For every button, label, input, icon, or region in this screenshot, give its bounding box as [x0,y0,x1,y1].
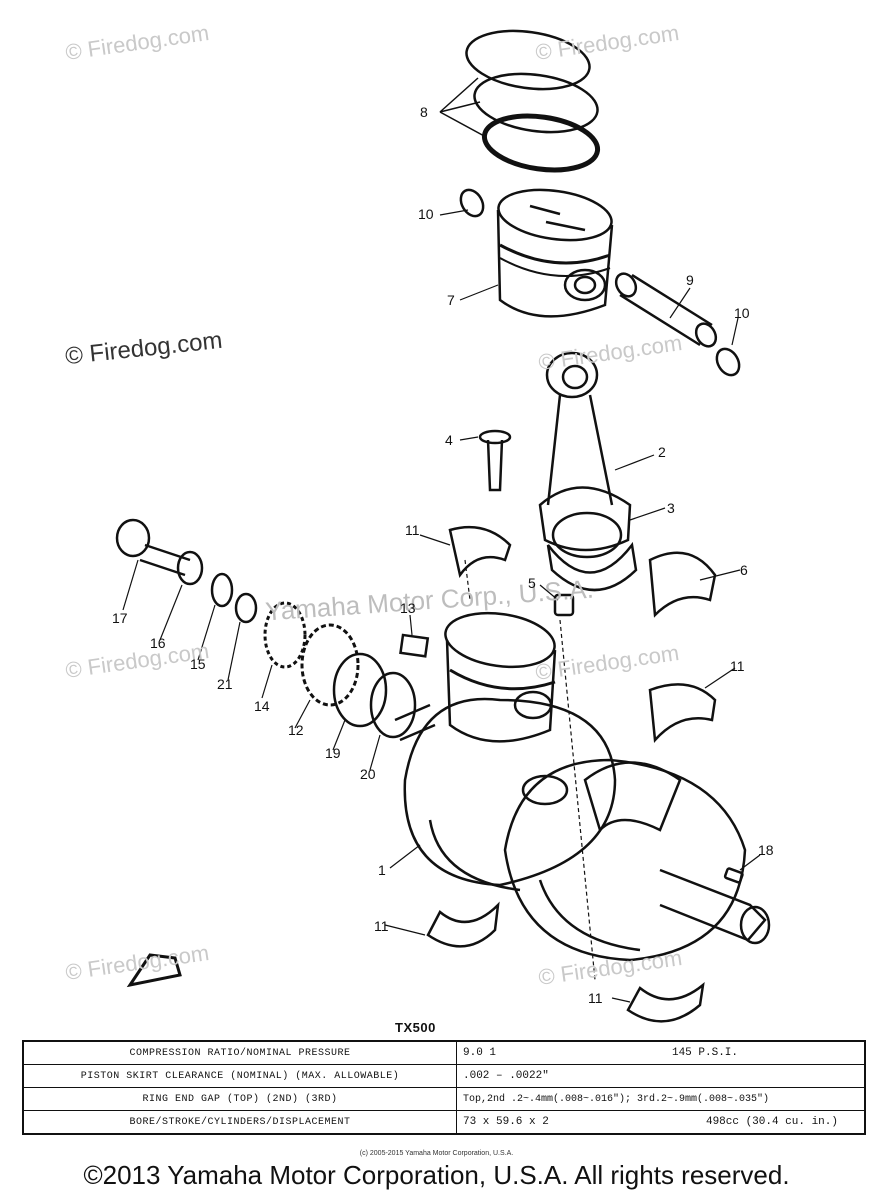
exploded-parts-diagram [115,29,771,1023]
spec-value: Top,2nd .2~.4mm(.008~.016"); 3rd.2~.9mm(… [456,1087,866,1111]
spec-value-primary: 73 x 59.6 x 2 [463,1116,549,1128]
bearing-shell [648,683,717,743]
callout-13: 13 [400,600,416,616]
bearing-shell [448,525,512,578]
circlip [715,347,741,377]
callout-21: 21 [217,676,233,692]
callout-11: 11 [405,522,420,538]
spec-value: 9.0 1 145 P.S.I. [456,1040,866,1065]
bearing-shell [648,551,717,618]
callout-8: 8 [420,104,428,120]
callout-11: 11 [588,990,603,1006]
callout-7: 7 [447,292,455,308]
copyright-footer: ©2013 Yamaha Motor Corporation, U.S.A. A… [83,1160,790,1190]
spec-value: .002 – .0022" [456,1064,866,1088]
callout-16: 16 [150,635,166,651]
small-copyright: (c) 2005-2015 Yamaha Motor Corporation, … [359,1150,514,1157]
spec-value-primary: Top,2nd .2~.4mm(.008~.016"); 3rd.2~.9mm(… [463,1093,770,1105]
leader-lines [122,209,761,1003]
spec-value-primary: .002 – .0022" [463,1070,549,1082]
rod-nut [553,593,575,617]
callout-10: 10 [734,305,750,321]
table-row: PISTON SKIRT CLEARANCE (NOMINAL) (MAX. A… [22,1064,866,1088]
callout-10: 10 [418,206,434,222]
piston-pin [614,272,718,348]
fwd-arrow [126,953,182,988]
callout-20: 20 [360,766,376,782]
callout-5: 5 [528,575,536,591]
callout-2: 2 [658,444,666,460]
table-row: BORE/STROKE/CYLINDERS/DISPLACEMENT 73 x … [22,1110,866,1135]
bearing-shell [626,981,705,1023]
spec-label: COMPRESSION RATIO/NOMINAL PRESSURE [22,1040,457,1065]
model-label: TX500 [395,1020,436,1035]
spec-label: BORE/STROKE/CYLINDERS/DISPLACEMENT [22,1110,457,1135]
connecting-rod [538,351,632,559]
table-row: COMPRESSION RATIO/NOMINAL PRESSURE 9.0 1… [22,1040,866,1065]
circlip [459,188,485,218]
callout-12: 12 [288,722,304,738]
spec-value: 73 x 59.6 x 2 498cc (30.4 cu. in.) [456,1110,866,1135]
spec-value-secondary: 498cc (30.4 cu. in.) [705,1116,838,1128]
upper-piston [496,188,614,318]
callout-9: 9 [686,272,694,288]
callout-1: 1 [378,862,386,878]
callout-19: 19 [325,745,341,761]
callout-11: 11 [730,658,745,674]
rod-cap [546,541,638,592]
spec-value-secondary: 145 P.S.I. [671,1047,738,1059]
callout-4: 4 [445,432,453,448]
table-row: RING END GAP (TOP) (2ND) (3RD) Top,2nd .… [22,1087,866,1111]
spec-label: PISTON SKIRT CLEARANCE (NOMINAL) (MAX. A… [22,1064,457,1088]
callout-6: 6 [740,562,748,578]
bearing-shell [426,901,500,948]
callout-14: 14 [254,698,270,714]
callout-17: 17 [112,610,128,626]
spec-label: RING END GAP (TOP) (2ND) (3RD) [22,1087,457,1111]
woodruff-key [723,867,744,884]
callout-18: 18 [758,842,774,858]
spec-value-primary: 9.0 1 [463,1047,497,1059]
spec-table: COMPRESSION RATIO/NOMINAL PRESSURE 9.0 1… [22,1040,866,1135]
piston-rings [465,29,601,173]
rod-bolt [478,429,512,492]
lower-piston [444,611,557,743]
crankshaft [394,697,771,962]
callout-11: 11 [374,918,389,934]
callout-3: 3 [667,500,675,516]
callout-15: 15 [190,656,206,672]
crank-nose-assembly [115,518,430,739]
